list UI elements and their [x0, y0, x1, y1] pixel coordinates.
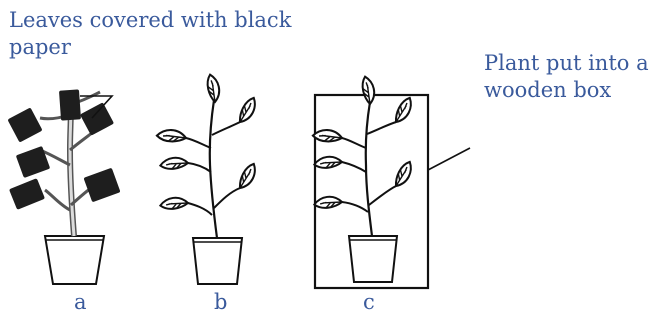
plant-c: [313, 77, 470, 288]
plant-a: [7, 89, 120, 284]
plant-b-letter: b: [214, 290, 227, 314]
pot-a: [45, 236, 104, 284]
stem-b: [210, 100, 217, 238]
black-paper-covers: [7, 89, 120, 209]
pot-c: [349, 236, 397, 282]
pot-b: [193, 238, 242, 284]
plant-c-letter: c: [363, 290, 375, 314]
plant-a-letter: a: [74, 290, 87, 314]
wooden-box-pointer: [428, 148, 470, 170]
plant-b: [157, 75, 262, 284]
